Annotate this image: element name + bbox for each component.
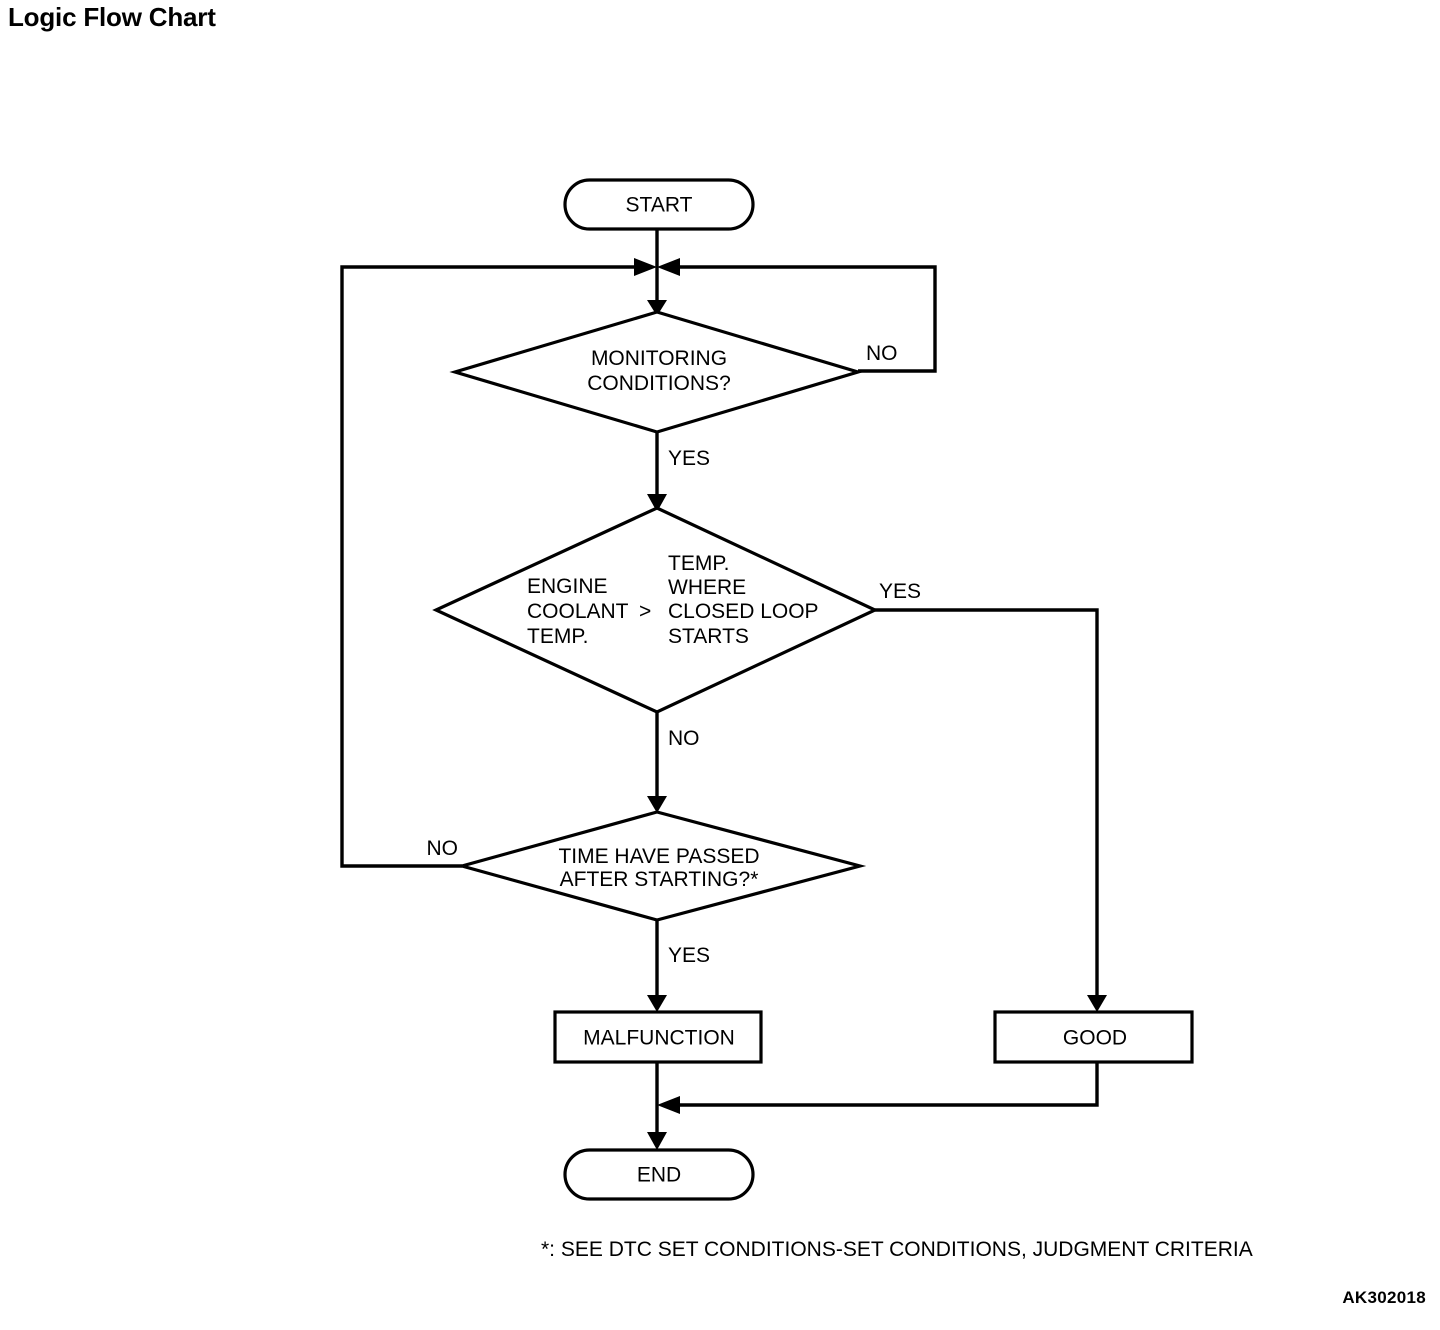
- footnote: *: SEE DTC SET CONDITIONS-SET CONDITIONS…: [541, 1238, 1253, 1261]
- start-label: START: [626, 194, 693, 217]
- edge-good-to-end-merge: [674, 1062, 1099, 1107]
- branch-label-time-yes: YES: [668, 944, 710, 967]
- branch-label-coolant-no: NO: [668, 727, 700, 750]
- arrow-into-malfunction: [647, 995, 667, 1012]
- arrow-into-monitoring: [647, 300, 667, 316]
- arrow-right-return-into-junction: [657, 258, 680, 276]
- edge-coolant-yes-to-good: [875, 608, 1099, 1005]
- malfunction-label: MALFUNCTION: [583, 1027, 735, 1050]
- time-label-line2: AFTER STARTING?*: [560, 868, 759, 891]
- malfunction-box-shape: [553, 1010, 763, 1064]
- arrow-into-end: [647, 1132, 667, 1150]
- node-coolant-temp-comparison: ENGINE COOLANT TEMP. > TEMP. WHERE CLOSE…: [432, 506, 879, 714]
- monitoring-label-line2: CONDITIONS?: [587, 372, 731, 395]
- coolant-right-line3: CLOSED LOOP: [668, 600, 819, 623]
- edge-time-no-return-loop: [340, 265, 640, 868]
- node-end: END: [563, 1148, 755, 1201]
- time-label-line1: TIME HAVE PASSED: [558, 845, 759, 868]
- good-box-shape: [993, 1010, 1194, 1064]
- node-malfunction: MALFUNCTION: [553, 1010, 763, 1064]
- arrow-left-return-into-junction: [634, 258, 657, 276]
- figure-code: AK302018: [1342, 1288, 1426, 1307]
- coolant-operator: >: [639, 600, 651, 623]
- branch-label-time-no: NO: [427, 837, 459, 860]
- coolant-right-line4: STARTS: [668, 625, 749, 648]
- branch-label-coolant-yes: YES: [879, 580, 921, 603]
- end-label: END: [637, 1164, 681, 1187]
- coolant-right-line2: WHERE: [668, 576, 746, 599]
- end-terminator-shape: [563, 1148, 755, 1201]
- branch-label-monitoring-yes: YES: [668, 447, 710, 470]
- good-label: GOOD: [1063, 1027, 1127, 1050]
- arrow-into-good: [1087, 995, 1107, 1012]
- coolant-left-line1: ENGINE: [527, 575, 608, 598]
- arrow-into-time: [647, 796, 667, 813]
- monitoring-label-line1: MONITORING: [591, 347, 727, 370]
- node-time-passed: TIME HAVE PASSED AFTER STARTING?*: [456, 810, 867, 922]
- branch-label-monitoring-no: NO: [866, 342, 898, 365]
- coolant-right-line1: TEMP.: [668, 552, 729, 575]
- coolant-left-line2: COOLANT: [527, 600, 629, 623]
- node-monitoring-conditions: MONITORING CONDITIONS?: [449, 310, 864, 434]
- edge-monitoring-no-return-loop: [674, 265, 937, 373]
- node-start: START: [563, 178, 755, 231]
- coolant-left-line3: TEMP.: [527, 625, 588, 648]
- arrow-into-coolant: [647, 494, 667, 512]
- node-good: GOOD: [993, 1010, 1194, 1064]
- start-terminator-shape: [563, 178, 755, 231]
- page-title: Logic Flow Chart: [8, 2, 216, 32]
- arrow-good-merge: [657, 1096, 680, 1114]
